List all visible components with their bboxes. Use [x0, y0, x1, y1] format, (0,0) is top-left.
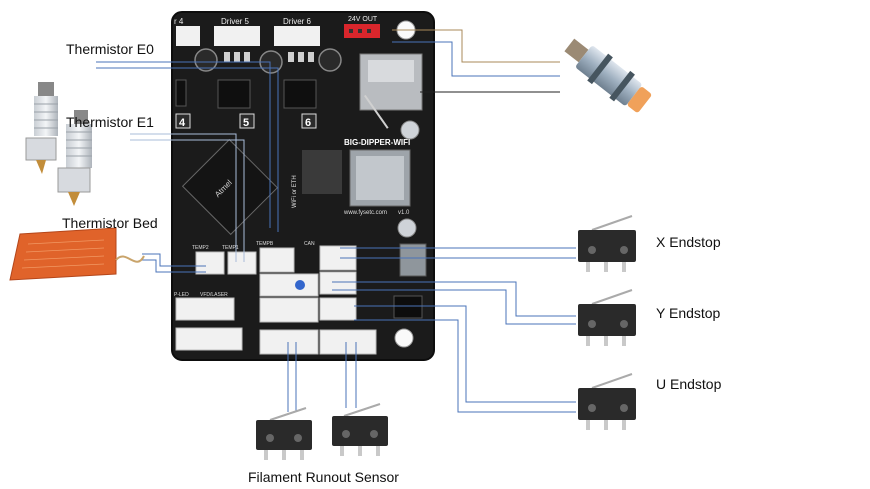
- runout-switch-icon: [256, 407, 312, 460]
- wire-prox-blue: [392, 41, 560, 77]
- out-label: 24V OUT: [348, 16, 378, 23]
- wifi-label: WiFi or ETH: [292, 175, 298, 208]
- header-label: CAN: [304, 241, 315, 247]
- wire-y-b: [332, 289, 576, 325]
- driver-label: Driver 5: [221, 17, 250, 26]
- board-url: www.fysetc.com: [343, 210, 387, 216]
- wire-e0-b: [96, 67, 279, 232]
- runout-switch-icon: [332, 403, 388, 456]
- driver-label: Driver 6: [283, 17, 312, 26]
- slot-number: 5: [243, 117, 249, 129]
- slot-number: 6: [305, 117, 311, 129]
- label-thermistor-e1: Thermistor E1: [66, 114, 154, 130]
- wire-bed-b: [142, 259, 206, 273]
- header-label: TEMP2: [192, 245, 209, 251]
- wire-y-a: [332, 281, 576, 317]
- control-board: [171, 11, 435, 361]
- header-label: TEMP1: [222, 245, 239, 251]
- endstop-switch-icon: [578, 289, 636, 346]
- header-label: TEMPB: [256, 241, 274, 247]
- hotend-icon: [25, 82, 92, 206]
- wire-e1-a: [130, 133, 237, 262]
- wire-bed-a: [142, 253, 206, 267]
- label-y-endstop: Y Endstop: [656, 305, 721, 321]
- slot-number: 4: [179, 117, 186, 129]
- label-thermistor-bed: Thermistor Bed: [62, 215, 158, 231]
- misc-label: P-LED: [174, 292, 189, 298]
- heatbed-icon: [9, 227, 145, 281]
- driver-label: r 4: [174, 17, 184, 26]
- wires: [96, 29, 576, 413]
- label-thermistor-e0: Thermistor E0: [66, 41, 154, 57]
- wire-prox-tan: [392, 29, 560, 63]
- misc-label: VFD/LASER: [200, 292, 228, 298]
- wire-u-a: [354, 305, 576, 403]
- wire-e0-a: [96, 61, 271, 228]
- label-u-endstop: U Endstop: [656, 376, 722, 392]
- board-version: v1.0: [398, 210, 410, 216]
- wire-u-b: [354, 319, 576, 413]
- board-name: BIG-DIPPER-WIFI: [344, 138, 410, 147]
- label-filament-runout: Filament Runout Sensor: [248, 469, 399, 485]
- label-x-endstop: X Endstop: [656, 234, 721, 250]
- endstop-switch-icon: [578, 373, 636, 430]
- proximity-sensor: [564, 38, 652, 113]
- connector-marker: [295, 280, 305, 290]
- wire-e1-b: [130, 139, 245, 262]
- endstop-switch-icon: [578, 215, 636, 272]
